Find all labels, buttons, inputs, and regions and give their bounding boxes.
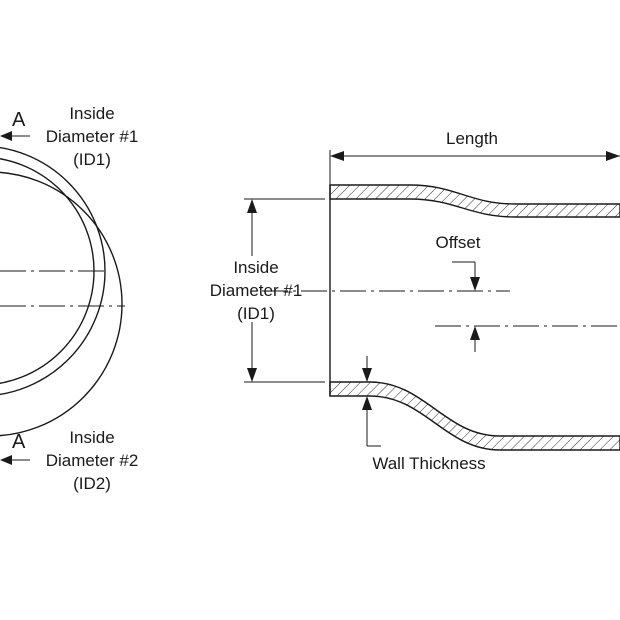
left-id2-line2: Diameter #2 [46,451,139,470]
section-letter-bottom: A [12,431,26,453]
section-arrowhead-bottom [0,455,12,465]
end-view-bore-outer [0,146,106,396]
id1-arrowhead-bottom [247,368,257,382]
side-id1-line3: (ID1) [237,304,275,323]
left-id2-line1: Inside [69,428,114,447]
section-mark-bottom: A [0,431,30,465]
offset-label: Offset [435,233,480,252]
bottom-wall [329,381,620,451]
left-id1-line3: (ID1) [73,150,111,169]
top-wall [329,184,620,218]
length-arrowhead-left [330,151,344,161]
id1-arrowhead-top [247,199,257,213]
wall-thickness-label: Wall Thickness [372,454,485,473]
offset-arrowhead-top [470,277,480,291]
left-id2-line3: (ID2) [73,474,111,493]
offset-arrowhead-bottom [470,326,480,340]
left-id1-line2: Diameter #1 [46,127,139,146]
length-arrowhead-right [606,151,620,161]
end-view [0,146,125,437]
length-label: Length [446,129,498,148]
wall-thickness-arrowhead-bottom [362,396,372,410]
end-view-outer-circle [0,171,123,437]
side-section-view: Length Inside Diameter #1 (ID1) Offset [210,129,620,473]
section-mark-top: A [0,109,30,141]
wall-thickness-arrowhead-top [362,368,372,382]
left-id1-label: Inside Diameter #1 (ID1) [46,104,139,169]
side-id1-line1: Inside [233,258,278,277]
left-id1-line1: Inside [69,104,114,123]
section-arrowhead-top [0,131,12,141]
side-id1-line2: Diameter #1 [210,281,303,300]
section-letter-top: A [12,109,26,131]
left-id2-label: Inside Diameter #2 (ID2) [46,428,139,493]
